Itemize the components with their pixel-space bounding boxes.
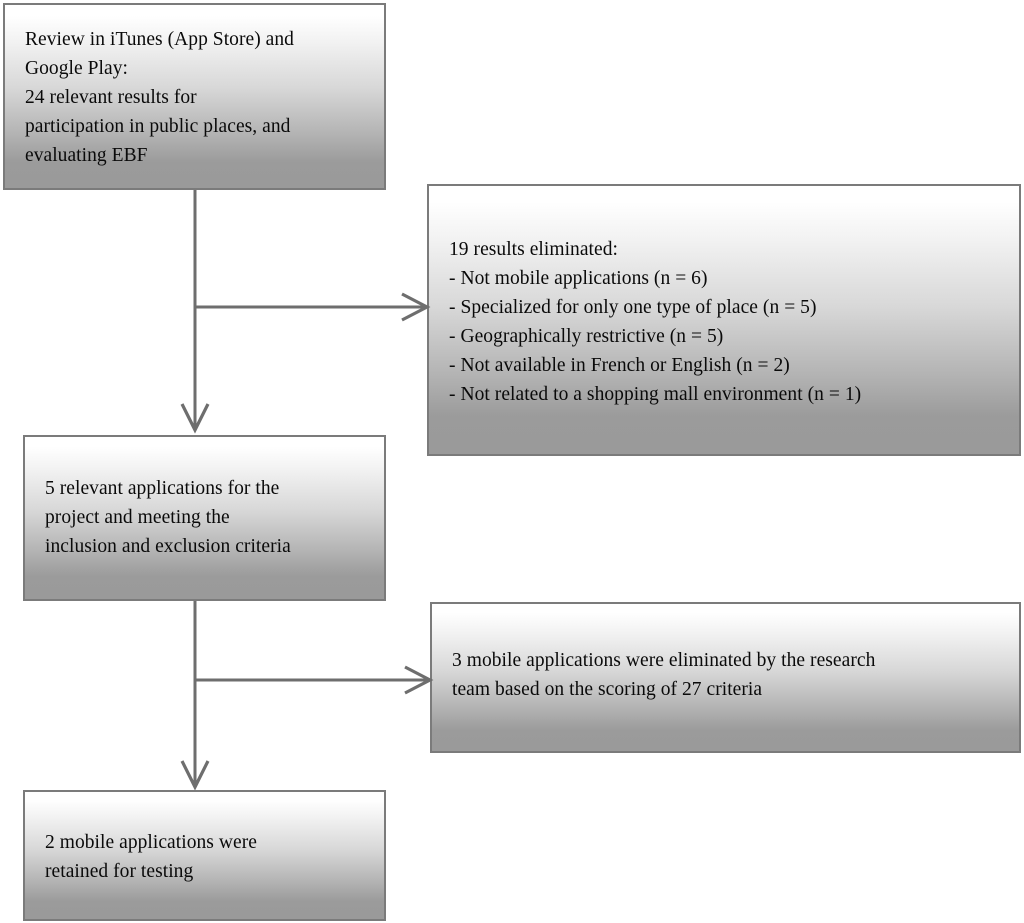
connector-review-to-eliminated — [195, 292, 431, 322]
connector-relevant-to-retained — [180, 601, 210, 791]
eliminated-results-box-text: 19 results eliminated: - Not mobile appl… — [449, 239, 862, 405]
retained-applications-box: 2 mobile applications were retained for … — [23, 790, 386, 921]
review-box: Review in iTunes (App Store) and Google … — [3, 3, 386, 190]
research-team-elimination-box-text: 3 mobile applications were eliminated by… — [452, 650, 876, 700]
relevant-applications-box-text: 5 relevant applications for the project … — [45, 478, 291, 557]
research-team-elimination-box: 3 mobile applications were eliminated by… — [430, 602, 1021, 753]
eliminated-results-box: 19 results eliminated: - Not mobile appl… — [427, 184, 1021, 456]
connector-relevant-to-team — [195, 665, 434, 695]
connector-review-to-relevant — [180, 190, 210, 434]
relevant-applications-box: 5 relevant applications for the project … — [23, 435, 386, 601]
retained-applications-box-text: 2 mobile applications were retained for … — [45, 832, 257, 882]
review-box-text: Review in iTunes (App Store) and Google … — [25, 29, 294, 166]
